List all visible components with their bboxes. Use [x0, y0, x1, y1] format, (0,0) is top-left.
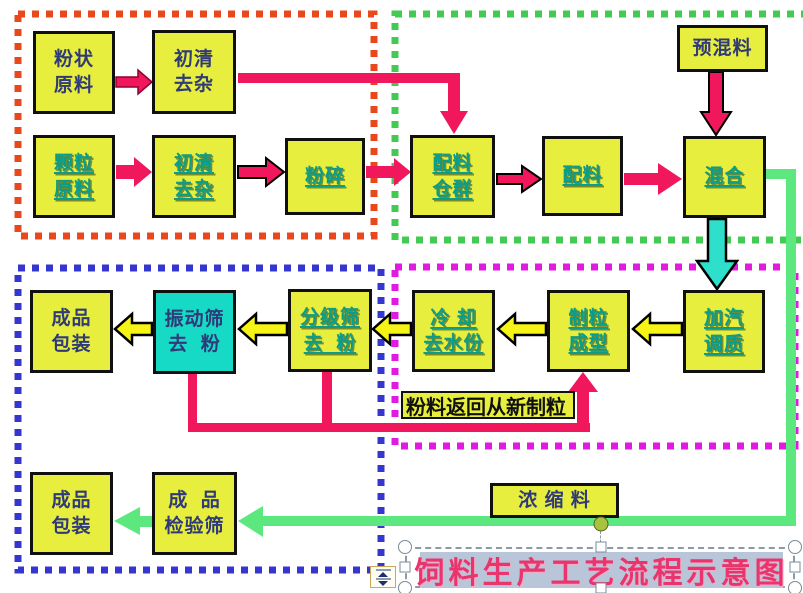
- autofit-options-button[interactable]: [370, 566, 396, 588]
- node-label: 加汽 调质: [703, 308, 744, 355]
- batching-mixing-group-border[interactable]: [391, 10, 803, 244]
- arrow-mixing-to-conditioning[interactable]: [694, 217, 740, 292]
- arrow-powder-to-clean[interactable]: [115, 68, 154, 96]
- node-label: 颗粒 原料: [53, 153, 94, 200]
- node-label: 预混料: [692, 37, 753, 59]
- node-crushing[interactable]: 粉碎: [285, 138, 365, 215]
- node-label: 粉状 原料: [53, 49, 94, 96]
- return-line-horizontal[interactable]: [188, 423, 590, 432]
- node-premix[interactable]: 预混料: [677, 25, 768, 72]
- node-granule-raw-material[interactable]: 颗粒 原料: [33, 135, 115, 218]
- node-label: 振动筛 去 粉: [164, 308, 225, 355]
- node-label: 成 品 检验筛: [164, 490, 225, 537]
- node-label: 冷 却 去水份: [423, 307, 484, 354]
- selection-handle-bottom-left[interactable]: [398, 581, 412, 593]
- node-label: 浓 缩 料: [518, 489, 591, 511]
- return-line-from-grading-screen[interactable]: [322, 372, 332, 429]
- node-label: 成品 包装: [51, 490, 92, 537]
- arrow-clean-to-crush[interactable]: [237, 155, 286, 189]
- node-vibrating-screen[interactable]: 振动筛 去 粉: [153, 290, 236, 374]
- autofit-line-icon: [375, 568, 391, 571]
- line-clean-to-bins-vertical[interactable]: [448, 80, 460, 111]
- node-product-inspection-screen[interactable]: 成 品 检验筛: [152, 472, 237, 555]
- rotation-handle-line: [600, 531, 601, 547]
- line-clean-to-bins-horizontal[interactable]: [238, 73, 460, 83]
- rotation-handle[interactable]: [593, 516, 609, 532]
- node-label: 初清 去杂: [173, 48, 214, 95]
- node-pellet-forming[interactable]: 制粒 成型: [547, 290, 630, 372]
- arrow-batching-to-mixing[interactable]: [624, 163, 682, 195]
- arrowhead-into-pellet-forming[interactable]: [568, 372, 598, 392]
- arrow-vibrating-to-packing[interactable]: [113, 311, 154, 347]
- arrow-granule-to-clean[interactable]: [116, 157, 152, 187]
- node-label: 粉碎: [304, 165, 345, 187]
- return-line-from-vibrating-screen[interactable]: [188, 374, 197, 429]
- raw-material-group-border[interactable]: [14, 10, 378, 240]
- node-product-packing-mid[interactable]: 成品 包装: [30, 290, 113, 373]
- note-label: 粉料返回从新制粒: [406, 396, 566, 419]
- node-steam-conditioning[interactable]: 加汽 调质: [683, 290, 765, 373]
- node-concentrate[interactable]: 浓 缩 料: [490, 483, 619, 518]
- node-powder-raw-material[interactable]: 粉状 原料: [33, 31, 115, 114]
- autofit-line-icon: [375, 577, 391, 580]
- selection-handle-mid-right[interactable]: [789, 561, 801, 573]
- node-label: 分级筛 去 粉: [299, 307, 360, 354]
- packing-group-border[interactable]: [14, 264, 385, 574]
- node-mixing[interactable]: 混合: [683, 136, 766, 218]
- selection-handle-top-right[interactable]: [788, 540, 802, 554]
- arrowhead-into-inspection-screen[interactable]: [238, 506, 263, 537]
- arrowhead-into-bins[interactable]: [440, 111, 468, 134]
- selection-handle-top-center[interactable]: [595, 541, 607, 553]
- arrow-crush-to-bins[interactable]: [366, 158, 411, 186]
- pelleting-group-border[interactable]: [391, 263, 799, 450]
- selection-handle-top-left[interactable]: [398, 540, 412, 554]
- node-label: 配料 仓群: [432, 153, 473, 200]
- selection-handle-mid-left[interactable]: [399, 561, 411, 573]
- node-label: 制粒 成型: [568, 307, 609, 354]
- selection-handle-bottom-right[interactable]: [788, 581, 802, 593]
- node-label: 初清 去杂: [173, 153, 214, 200]
- arrow-conditioning-to-pelleting[interactable]: [631, 311, 684, 347]
- arrow-inspection-to-packing[interactable]: [114, 507, 152, 535]
- selection-handle-bottom-center[interactable]: [595, 582, 607, 593]
- node-initial-cleaning-top[interactable]: 初清 去杂: [152, 30, 236, 114]
- arrow-premix-to-mixing[interactable]: [699, 71, 733, 137]
- node-cooling-dewatering[interactable]: 冷 却 去水份: [412, 290, 495, 372]
- node-batching[interactable]: 配料: [542, 136, 623, 216]
- node-grading-screen[interactable]: 分级筛 去 粉: [288, 289, 372, 372]
- node-batching-bins[interactable]: 配料 仓群: [410, 135, 495, 218]
- node-label: 混合: [704, 166, 745, 188]
- arrow-cooling-to-grading[interactable]: [371, 311, 413, 347]
- return-line-up-shaft[interactable]: [577, 390, 589, 427]
- arrow-up-icon: [378, 571, 388, 577]
- arrow-pelleting-to-cooling[interactable]: [496, 311, 548, 347]
- node-product-packing-bottom[interactable]: 成品 包装: [30, 472, 113, 555]
- node-label: 成品 包装: [51, 308, 92, 355]
- node-label: 配料: [562, 165, 603, 187]
- arrow-grading-to-vibrating[interactable]: [237, 311, 289, 347]
- note-powder-return[interactable]: 粉料返回从新制粒: [401, 391, 575, 419]
- node-initial-cleaning-bottom[interactable]: 初清 去杂: [152, 135, 236, 218]
- line-mixing-to-inspection[interactable]: [262, 169, 796, 526]
- arrow-down-icon: [378, 580, 388, 586]
- arrow-bins-to-batching[interactable]: [496, 164, 543, 194]
